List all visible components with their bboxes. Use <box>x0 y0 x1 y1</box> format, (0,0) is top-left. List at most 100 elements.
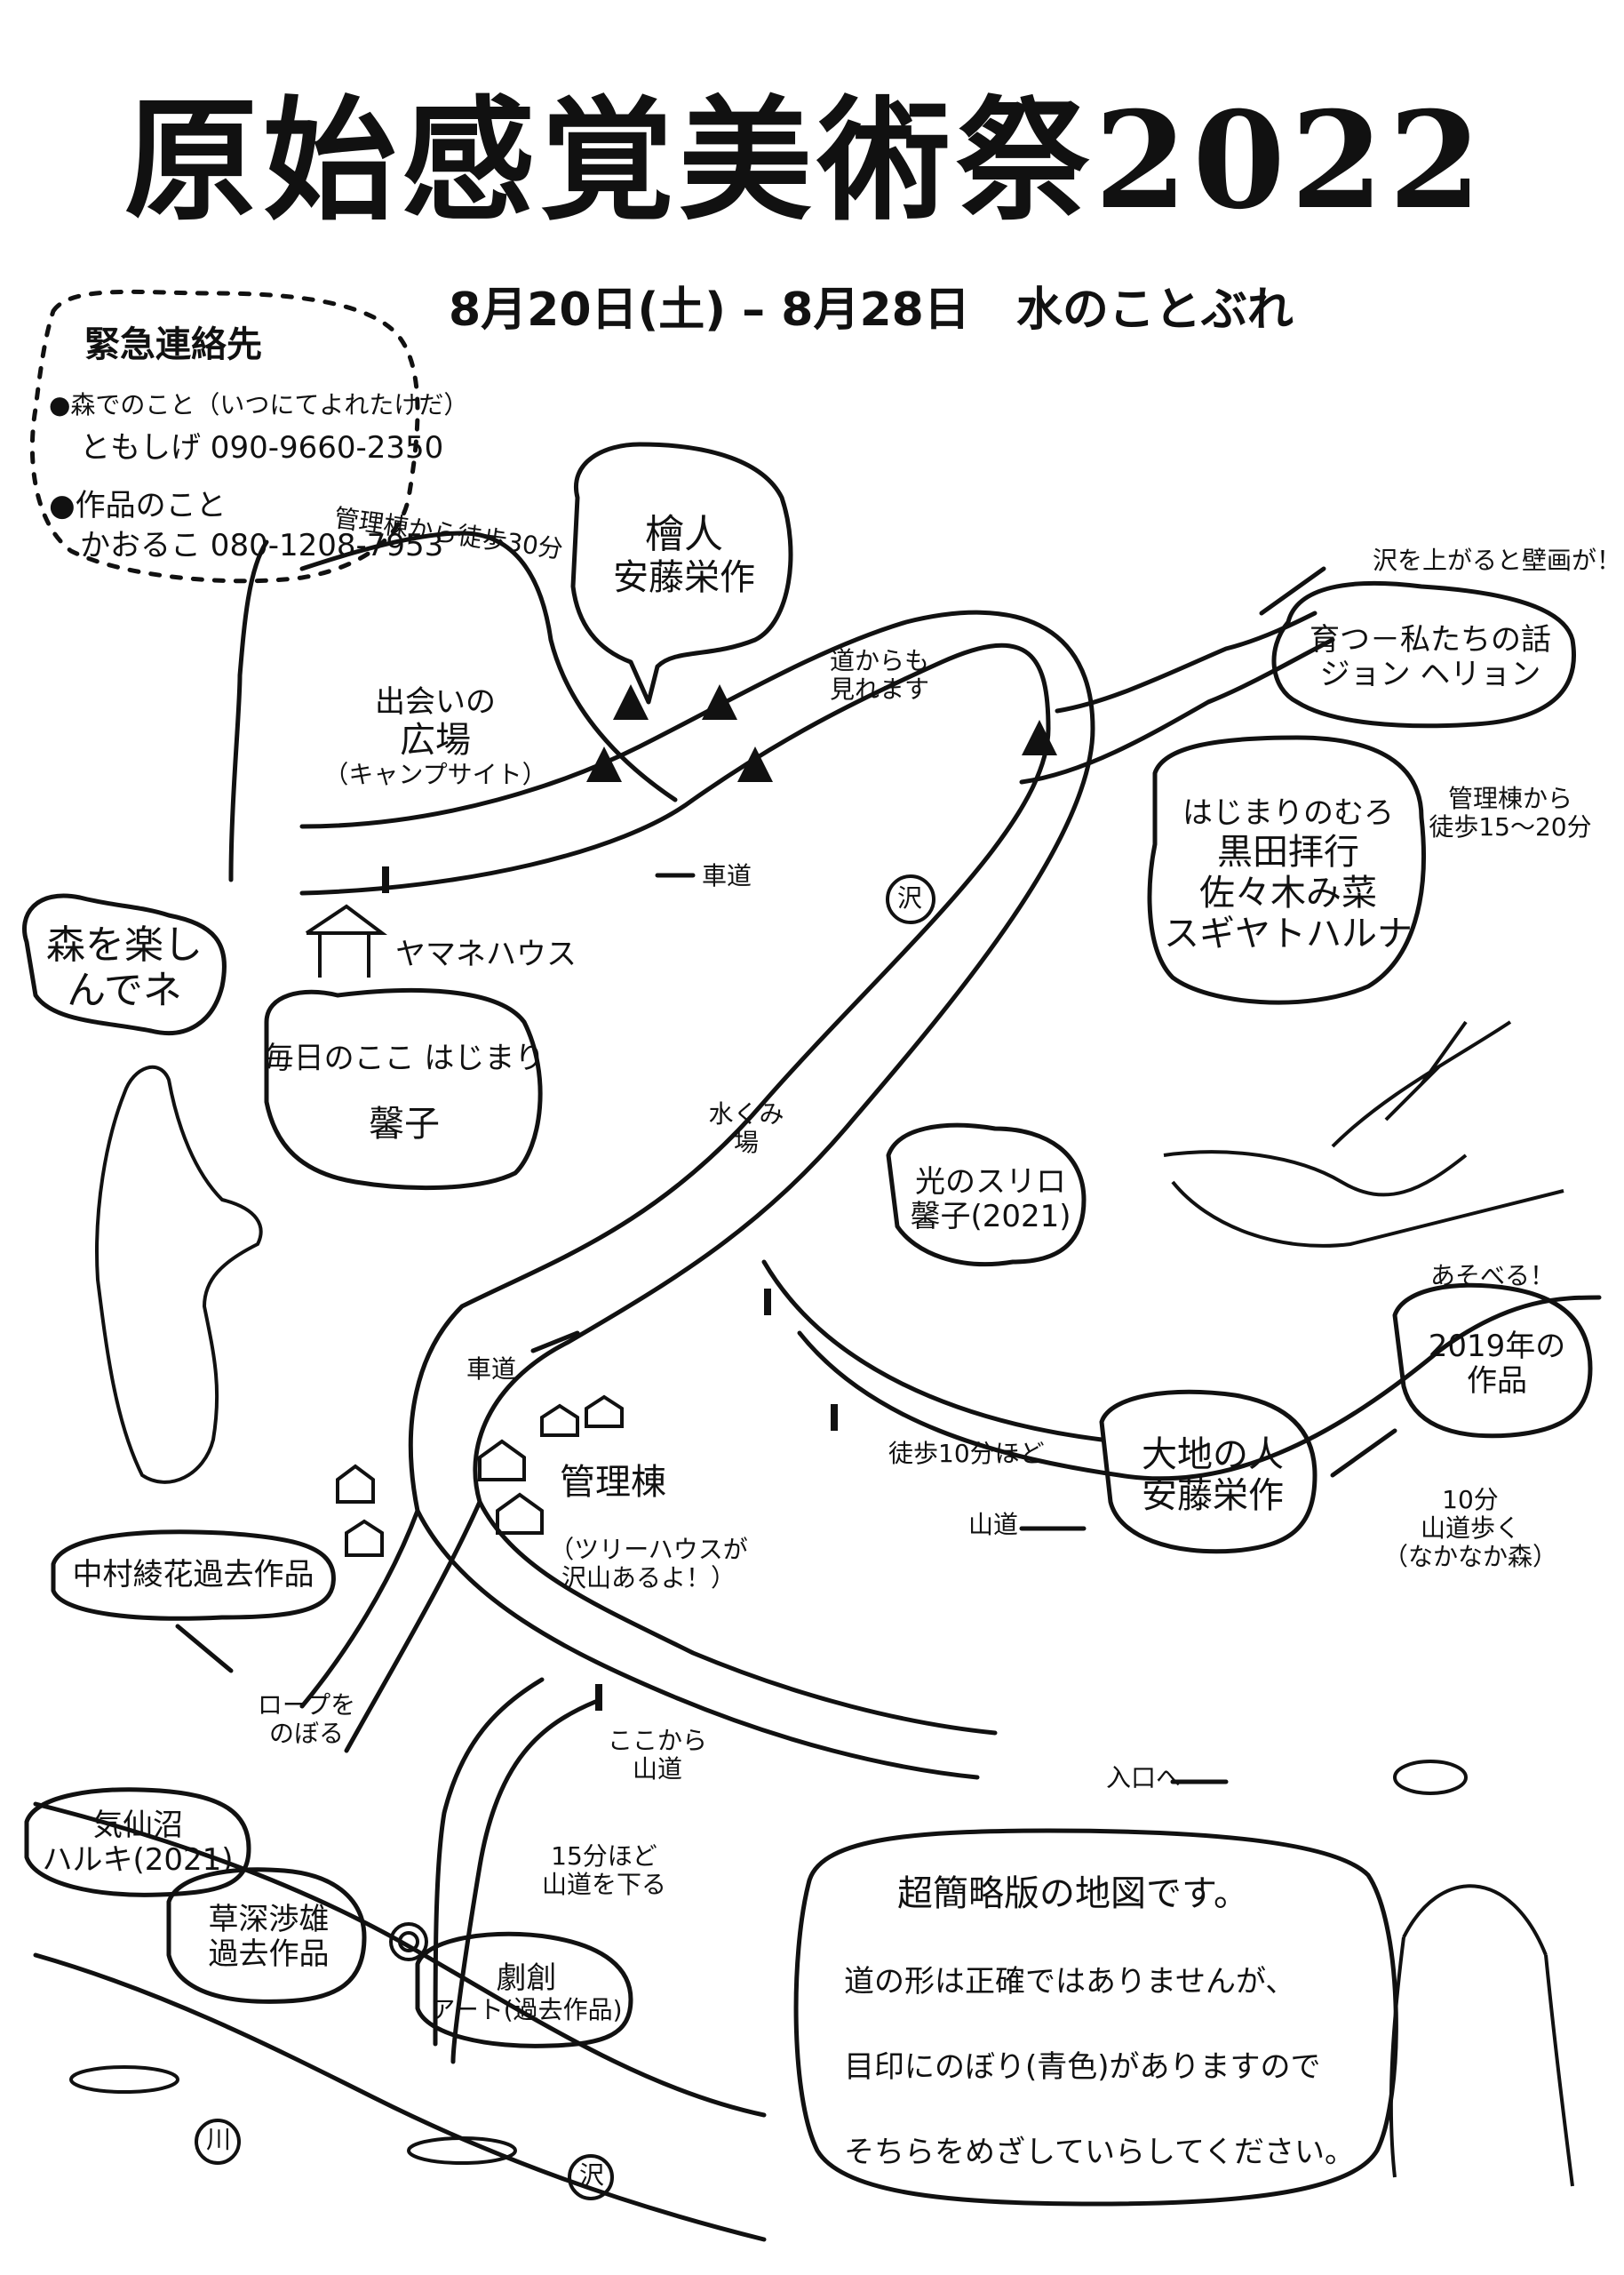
house-icon <box>336 1464 375 1504</box>
from-here-line2: 山道 <box>632 1754 682 1784</box>
spirit-head-icon <box>1393 1760 1468 1795</box>
plaza-path <box>228 539 269 882</box>
artwork-hajimari: はじまりのむろ 黒田拝行 佐々木み菜 スギヤトハルナ <box>1155 764 1421 986</box>
flag-icon <box>831 1404 838 1431</box>
trail-right-2 <box>761 1259 1104 1442</box>
down-15-line1: 15分ほど <box>551 1840 657 1871</box>
artwork-gekiso: 劇創 アート(過去作品) <box>422 1942 631 2044</box>
house-icon <box>478 1439 526 1481</box>
bubble-notice <box>793 1828 1398 2207</box>
emergency-forest-label: ●森でのこと（いつにてよれたけだ） <box>49 390 469 419</box>
forest-speech-text: 森を楽しんでネ <box>46 922 203 1013</box>
flag-icon <box>764 1289 771 1315</box>
artwork-kesennuma-line2: ハルキ(2021) <box>42 1842 234 1878</box>
river-label: 川 <box>206 2125 232 2154</box>
arrow-road-mid <box>530 1330 580 1353</box>
emergency-heading: 緊急連絡先 <box>84 324 262 365</box>
plaza-path-2 <box>299 531 678 802</box>
house-icon <box>345 1519 384 1557</box>
up-stream-label: 沢を上がると壁画が！ <box>1373 546 1622 575</box>
arrow-nakamura <box>175 1624 234 1673</box>
entrance-label: 入口へ <box>1106 1763 1182 1792</box>
trail-right <box>797 1295 1602 1481</box>
plaza-line1: 出会いの <box>375 684 496 721</box>
mountain-spirit-drawing <box>1389 1884 1574 2187</box>
house-icon <box>305 904 387 978</box>
down-15-line2: 山道を下る <box>541 1870 666 1899</box>
notice-line3: 目印にのぼり(青色)がありますので <box>844 2048 1321 2085</box>
bubble-daichi <box>1099 1389 1318 1554</box>
antler-drawing <box>1331 1020 1512 1148</box>
house-icon <box>496 1492 544 1535</box>
tree-icon <box>1022 720 1057 755</box>
festival-dates: 8月20日(土) – 8月28日 水のことぶれ <box>449 283 1294 337</box>
artwork-2019-line1: 2019年の <box>1428 1328 1566 1364</box>
bubble-sodatsu <box>1271 580 1576 729</box>
artwork-gekiso-line1: 劇創 <box>496 1960 557 1996</box>
walk-10-forest-line1: 10分 <box>1442 1484 1499 1514</box>
artwork-hinoki: 檜人 安藤栄作 <box>577 471 791 640</box>
artwork-kusabuka-line2: 過去作品 <box>208 1936 330 1972</box>
road-lower-left-2 <box>299 1508 420 1709</box>
deer-drawing <box>1163 1150 1564 1248</box>
emergency-works-label: ●作品のこと <box>49 488 227 523</box>
notice-line4: そちらをめざしていらしてください。 <box>844 2134 1355 2170</box>
stream-bank-1 <box>1055 611 1318 714</box>
stream-bottom-label: 沢 <box>579 2160 605 2190</box>
walk-10-forest: 10分 山道歩く （なかなか森） <box>1368 1466 1572 1591</box>
artwork-mainichi-title: 毎日のここ はじまり <box>263 1041 545 1077</box>
stream-mark <box>886 874 935 924</box>
bubble-hajimari <box>1147 735 1426 1005</box>
rope-line1: ロープを <box>257 1689 356 1720</box>
stream-bank-2 <box>1019 637 1335 785</box>
artwork-nakamura: 中村綾花過去作品 <box>53 1536 333 1616</box>
tree-icon <box>586 746 622 782</box>
from-here-line1: ここから <box>607 1725 707 1755</box>
view-from-road: 道からも 見れます <box>800 640 959 711</box>
river-mark <box>195 2119 241 2165</box>
walk-10-forest-line2: 山道歩く <box>1420 1513 1520 1543</box>
spiral-icon <box>398 1931 419 1952</box>
river-bank-upper <box>33 1801 767 2118</box>
road-lower-left <box>344 1499 482 1753</box>
arrow-to-2019 <box>1330 1428 1397 1478</box>
artwork-sodatsu: 育つ－私たちの話 ジョン ヘリョン <box>1279 595 1581 720</box>
artwork-kusabuka-line1: 草深渉雄 <box>208 1901 330 1937</box>
artwork-kusabuka: 草深渉雄 過去作品 <box>173 1875 364 2000</box>
road-top-label: 車道 <box>702 861 752 890</box>
stream-mark-bottom <box>568 2154 614 2200</box>
walk-15-20: 管理棟から 徒歩15〜20分 <box>1413 769 1608 858</box>
down-15-note: 15分ほど 山道を下る <box>515 1822 693 1920</box>
artwork-daichi: 大地の人 安藤栄作 <box>1111 1404 1315 1546</box>
admin-building-label: 管理棟 <box>560 1462 666 1503</box>
tree-icon <box>737 746 773 782</box>
bubble-kusabuka <box>166 1867 367 2004</box>
plaza-line3: （キャンプサイト） <box>323 760 547 790</box>
treehouse-note: （ツリーハウスが 沢山あるよ！） <box>524 1524 773 1604</box>
house-icon <box>585 1394 624 1428</box>
artwork-2019: 2019年の 作品 <box>1404 1297 1590 1431</box>
artwork-hikari-title: 光のスリロ <box>915 1163 1066 1200</box>
plaza-line2: 広場 <box>400 720 471 762</box>
water-place-line1: 水くみ <box>708 1098 784 1129</box>
artwork-hinoki-artist: 安藤栄作 <box>613 557 755 599</box>
notice-line1: 超簡略版の地図です。 <box>897 1873 1249 1915</box>
notice-line2: 道の形は正確ではありませんが、 <box>844 1964 1296 2000</box>
artwork-hajimari-artist3: スギヤトハルナ <box>1164 913 1413 954</box>
plaza-label: 出会いの 広場 （キャンプサイト） <box>293 671 577 804</box>
artwork-kesennuma: 気仙沼 ハルキ(2021) <box>27 1793 249 1893</box>
artwork-gekiso-line2: アート(過去作品) <box>430 1994 623 2024</box>
water-place: 水くみ 場 <box>708 1093 784 1164</box>
tree-icon <box>702 684 737 720</box>
walk-10-forest-line3: （なかなか森） <box>1382 1542 1557 1572</box>
rope-note: ロープを のぼる <box>240 1684 373 1755</box>
bubble-hinoki <box>570 442 793 705</box>
rope-line2: のぼる <box>268 1719 344 1748</box>
view-from-road-line1: 道からも <box>829 645 929 675</box>
artwork-hikari-artist: 馨子(2021) <box>910 1199 1071 1234</box>
yamane-house-label: ヤマネハウス <box>395 937 577 972</box>
arrow-up-stream <box>1259 566 1326 616</box>
artwork-kesennuma-line1: 気仙沼 <box>92 1807 183 1843</box>
